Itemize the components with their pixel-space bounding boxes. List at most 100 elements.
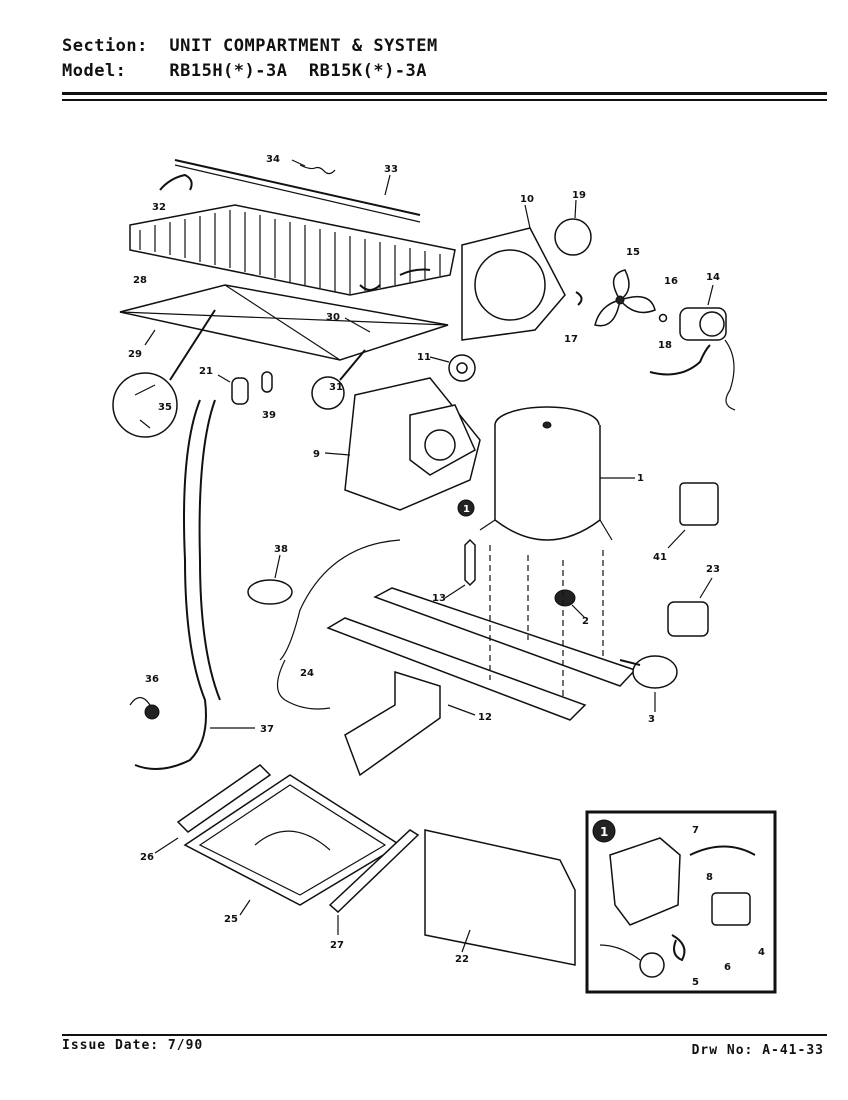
callout-10: 10 — [520, 194, 534, 205]
callout-11: 11 — [417, 352, 431, 363]
leader-23 — [699, 577, 713, 599]
drawing-number: Drw No: A-41-33 — [691, 1043, 824, 1058]
leader-31 — [339, 349, 366, 381]
leader-3-bar — [619, 659, 641, 666]
leader-26 — [154, 837, 179, 854]
callout-3: 3 — [648, 714, 655, 725]
callout-22: 22 — [455, 954, 469, 965]
callout-4: 4 — [758, 947, 765, 958]
callout-41: 41 — [653, 552, 667, 563]
callout-31: 31 — [329, 382, 343, 393]
callout-39: 39 — [262, 410, 276, 421]
wire-harness — [279, 539, 401, 661]
model-value: RB15H(*)-3A RB15K(*)-3A — [169, 61, 428, 81]
leader-41 — [667, 529, 686, 549]
leader-30 — [344, 317, 371, 333]
inset-detail-box — [585, 810, 777, 994]
part-35-detail — [112, 372, 178, 438]
section-value: UNIT COMPARTMENT & SYSTEM — [169, 36, 438, 56]
part-14-fan-motor — [679, 307, 736, 411]
part-21-grommet — [231, 377, 249, 405]
part-rails — [326, 545, 637, 721]
callout-15: 15 — [626, 247, 640, 258]
section-title-line: Section: UNIT COMPARTMENT & SYSTEM — [62, 36, 438, 56]
inset-marker-label: 1 — [463, 504, 470, 515]
callout-24: 24 — [300, 668, 314, 679]
part-33-rod-lower — [174, 164, 421, 223]
part-37-tube-2 — [198, 399, 221, 701]
part-38-clamp — [247, 579, 293, 605]
model-title-line: Model: RB15H(*)-3A RB15K(*)-3A — [62, 61, 427, 81]
part-11-hole — [456, 362, 468, 374]
section-label: Section: — [62, 36, 148, 56]
part-3-detail — [632, 655, 678, 689]
part-28-condenser — [129, 204, 456, 296]
part-13-drier — [464, 538, 476, 587]
leader-2 — [571, 604, 586, 619]
part-22-panel — [424, 829, 576, 966]
leader-34 — [291, 159, 306, 167]
callout-12: 12 — [478, 712, 492, 723]
leader-25 — [239, 899, 251, 916]
callout-32: 32 — [152, 202, 166, 213]
callout-13: 13 — [432, 593, 446, 604]
callout-23: 23 — [706, 564, 720, 575]
callout-8: 8 — [706, 872, 713, 883]
callout-26: 26 — [140, 852, 154, 863]
callout-16: 16 — [664, 276, 678, 287]
callout-7: 7 — [692, 825, 699, 836]
callout-9: 9 — [313, 449, 320, 460]
part-27-rail — [328, 829, 420, 914]
part-1-compressor — [479, 406, 613, 541]
leader-13 — [444, 584, 466, 599]
callout-6: 6 — [724, 962, 731, 973]
callout-37: 37 — [260, 724, 274, 735]
part-17-clip — [575, 291, 583, 306]
part-18-bracket — [649, 344, 711, 376]
part-16-washer — [658, 313, 668, 323]
callout-33: 33 — [384, 164, 398, 175]
part-39-grommet — [261, 371, 273, 393]
part-41-relay — [679, 482, 719, 526]
callout-38: 38 — [274, 544, 288, 555]
part-37-tube — [134, 399, 207, 770]
part-12-bracket — [344, 670, 441, 777]
part-31-detail — [311, 376, 345, 410]
issue-date: Issue Date: 7/90 — [62, 1038, 204, 1053]
inset-box-marker-label: 1 — [600, 825, 608, 839]
callout-25: 25 — [224, 914, 238, 925]
part-29-plate — [119, 284, 449, 361]
callout-27: 27 — [330, 940, 344, 951]
part-15-fan-blade — [594, 269, 656, 327]
callout-36: 36 — [145, 674, 159, 685]
callout-28: 28 — [133, 275, 147, 286]
part-24-cord — [276, 659, 331, 710]
callout-29: 29 — [128, 349, 142, 360]
leader-22 — [461, 929, 471, 953]
part-10-fan-shroud — [461, 227, 566, 341]
part-32-clip — [159, 173, 193, 191]
part-19-detail — [554, 218, 592, 256]
callout-1: 1 — [637, 473, 644, 484]
footer-rule — [62, 1034, 827, 1036]
leader-21 — [217, 374, 231, 383]
callout-18: 18 — [658, 340, 672, 351]
part-9-tank — [344, 377, 481, 511]
callout-14: 14 — [706, 272, 720, 283]
model-label: Model: — [62, 61, 127, 81]
callout-34: 34 — [266, 154, 280, 165]
part-23-overload — [667, 601, 709, 637]
part-36-clamp-strap — [129, 696, 151, 706]
callout-2: 2 — [582, 616, 589, 627]
callout-19: 19 — [572, 190, 586, 201]
leader-14 — [707, 284, 714, 306]
leader-29 — [144, 329, 156, 346]
inset-marker-icon — [457, 499, 475, 517]
leader-33 — [384, 174, 391, 196]
header-rule-thick — [62, 92, 827, 95]
leader-38 — [274, 554, 281, 579]
part-26-rail — [176, 764, 272, 833]
leader-10 — [524, 204, 531, 229]
